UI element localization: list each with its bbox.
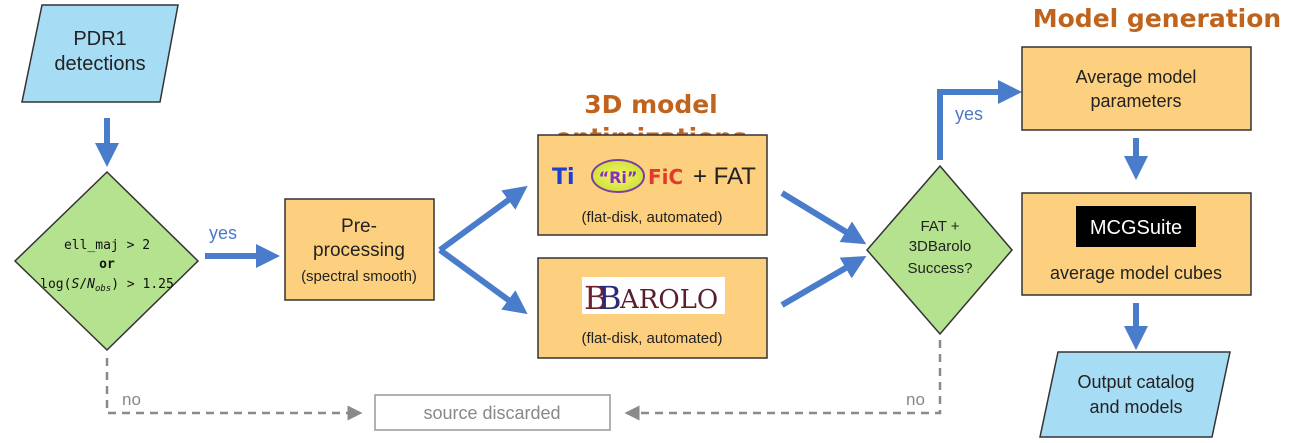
- edge-label-no-criteria: no: [122, 390, 141, 409]
- arrow-tirific-to-success: [780, 190, 867, 245]
- detections-shape: [21, 4, 179, 103]
- success-shape: [866, 164, 1013, 336]
- criteria-line3: log(S/Nobs) > 1.25: [40, 277, 174, 294]
- arrow-preprocessing-to-barolo: [438, 247, 528, 315]
- barolo-logo-bg: [582, 277, 725, 314]
- barolo-logo-b2: B: [598, 279, 622, 317]
- optimizations-title-line1: 3D model: [584, 90, 718, 119]
- tirific-suffix: + FAT: [693, 163, 756, 190]
- mcgsuite-node: MCGSuite average model cubes: [1021, 192, 1252, 296]
- output-shape: [1039, 351, 1231, 438]
- criteria-line2: or: [99, 257, 115, 272]
- mcgsuite-logo-bg: [1076, 206, 1196, 247]
- barolo-logo-rest: AROLO: [619, 285, 718, 315]
- arrow-success-to-average: [937, 80, 1022, 160]
- output-line2: and models: [1089, 397, 1182, 417]
- mcgsuite-caption: average model cubes: [1050, 263, 1222, 283]
- criteria-node: ell_maj > 2 or log(S/Nobs) > 1.25: [13, 170, 200, 352]
- tirific-shape: [537, 134, 768, 236]
- tirific-logo: Ti “Ri” FiC: [552, 159, 683, 193]
- output-line1: Output catalog: [1077, 372, 1194, 392]
- arrow-success-to-discarded: [624, 340, 942, 421]
- success-line1: FAT +: [920, 218, 959, 235]
- arrow-criteria-to-discarded: [105, 358, 363, 421]
- tirific-logo-ti: Ti: [552, 165, 575, 190]
- barolo-logo-b1: B: [584, 279, 608, 317]
- detections-line1: PDR1: [73, 28, 126, 50]
- success-line3: Success?: [907, 260, 972, 277]
- tirific-logo-halo: [591, 159, 645, 193]
- average-params-line1: Average model: [1076, 67, 1197, 87]
- discarded-label: source discarded: [423, 403, 560, 423]
- tirific-logo-ri: “Ri”: [599, 168, 638, 187]
- preprocessing-line2: processing: [313, 240, 405, 261]
- discarded-shape: [374, 394, 611, 431]
- edge-label-no-success: no: [906, 390, 925, 409]
- barolo-node: B B AROLO (flat-disk, automated): [537, 257, 768, 359]
- arrow-barolo-to-success: [780, 255, 867, 308]
- tirific-logo-fic: FiC: [648, 165, 683, 189]
- preprocessing-line3: (spectral smooth): [301, 268, 417, 285]
- edge-label-yes-criteria: yes: [209, 223, 237, 243]
- tirific-node: Ti “Ri” FiC + FAT (flat-disk, automated): [537, 134, 768, 236]
- model-generation-title: Model generation: [1033, 4, 1281, 33]
- average-params-shape: [1021, 46, 1252, 131]
- criteria-shape: [13, 170, 200, 352]
- preprocessing-shape: [284, 198, 435, 301]
- edge-label-yes-success: yes: [955, 104, 983, 124]
- barolo-caption: (flat-disk, automated): [582, 330, 723, 347]
- mcgsuite-logo: MCGSuite: [1090, 217, 1182, 239]
- success-node: FAT + 3DBarolo Success?: [866, 164, 1013, 336]
- average-params-line2: parameters: [1090, 91, 1181, 111]
- criteria-line1: ell_maj > 2: [64, 238, 150, 253]
- average-params-node: Average model parameters: [1021, 46, 1252, 131]
- discarded-node: source discarded: [374, 394, 611, 431]
- tirific-caption: (flat-disk, automated): [582, 209, 723, 226]
- detections-node: PDR1 detections: [21, 4, 179, 103]
- arrow-preprocessing-to-tirific: [438, 185, 528, 253]
- output-node: Output catalog and models: [1039, 351, 1231, 438]
- preprocessing-line1: Pre-: [341, 216, 377, 237]
- success-line2: 3DBarolo: [909, 238, 972, 255]
- detections-line2: detections: [54, 53, 145, 75]
- preprocessing-node: Pre- processing (spectral smooth): [284, 198, 435, 301]
